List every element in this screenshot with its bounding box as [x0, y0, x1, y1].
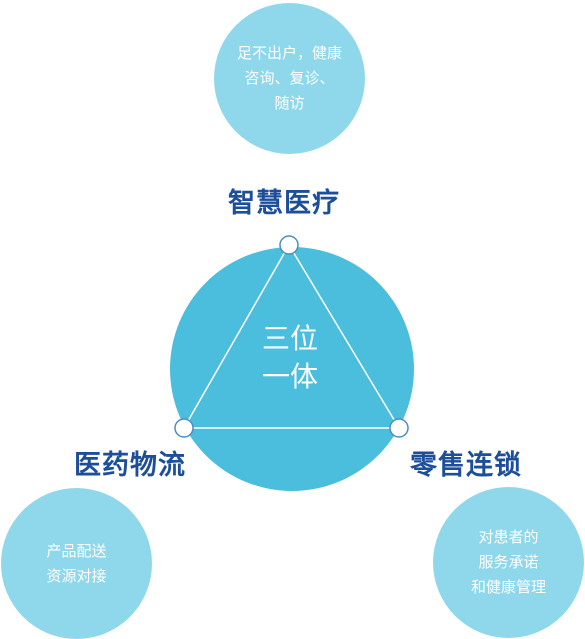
- left-bubble: 产品配送 资源对接: [1, 488, 152, 639]
- main-circle: [170, 247, 414, 491]
- top-bubble: 足不出户，健康 咨询、复诊、 随访: [214, 3, 365, 154]
- left-bubble-text: 产品配送 资源对接: [46, 541, 107, 585]
- heading-top: 智慧医疗: [228, 188, 340, 219]
- triangle: [182, 243, 401, 429]
- node-right: [389, 418, 409, 438]
- right-bubble: 对患者的 服务承诺 和健康管理: [433, 487, 584, 638]
- center-label: 三位 一体: [261, 322, 318, 393]
- heading-right: 零售连锁: [410, 450, 522, 481]
- heading-left: 医药物流: [74, 450, 186, 481]
- right-bubble-text: 对患者的 服务承诺 和健康管理: [470, 528, 546, 596]
- node-left: [174, 418, 194, 438]
- top-bubble-text: 足不出户，健康 咨询、复诊、 随访: [236, 44, 342, 112]
- node-top: [279, 235, 299, 255]
